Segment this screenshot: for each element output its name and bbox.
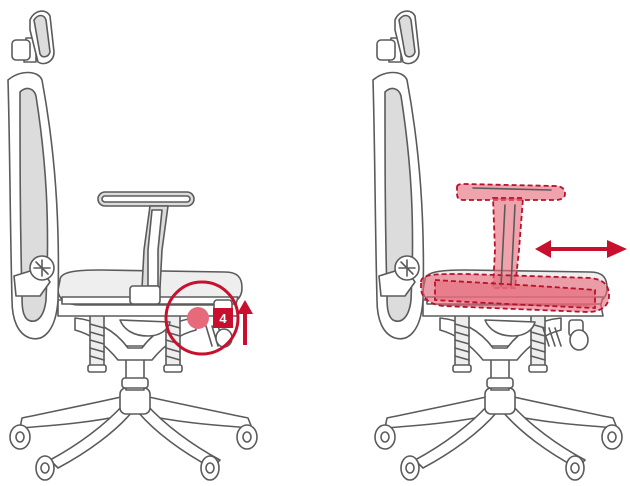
arrow-up-icon	[237, 300, 253, 345]
step-number: 4	[219, 311, 227, 326]
panel-before: 4	[7, 10, 258, 481]
callout-circle	[164, 280, 240, 356]
lever-highlight-dot	[187, 307, 209, 329]
panel-after	[372, 10, 627, 481]
highlighted-seat-armrest	[420, 183, 610, 313]
seat-mechanism-detail	[542, 319, 589, 351]
step-number-badge: 4	[213, 308, 233, 328]
slide-arrow-icon	[535, 240, 627, 258]
